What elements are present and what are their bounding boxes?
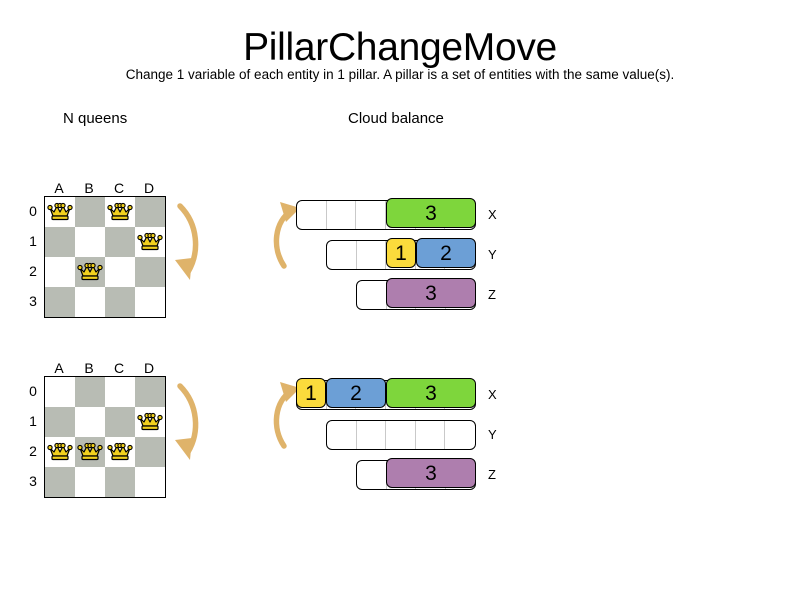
board-column-labels: A B C D bbox=[44, 360, 164, 376]
board-cell-A2[interactable] bbox=[45, 257, 75, 287]
board-cell-C1[interactable] bbox=[105, 407, 135, 437]
capacity-unit bbox=[357, 241, 387, 269]
process-block[interactable]: 2 bbox=[326, 378, 386, 408]
queen-icon bbox=[77, 262, 103, 281]
board-cell-B1[interactable] bbox=[75, 227, 105, 257]
process-block[interactable]: 3 bbox=[386, 458, 476, 488]
process-block[interactable]: 3 bbox=[386, 278, 476, 308]
board-cell-A1[interactable] bbox=[45, 407, 75, 437]
board-column-label: D bbox=[143, 360, 155, 376]
computer-label: Y bbox=[488, 427, 497, 442]
board-cell-D1[interactable] bbox=[135, 227, 165, 257]
computer-capacity-bar[interactable] bbox=[326, 420, 476, 450]
capacity-unit bbox=[357, 461, 387, 489]
computer-label: X bbox=[488, 207, 497, 222]
board-row-label: 2 bbox=[29, 443, 37, 459]
board-row-label: 2 bbox=[29, 263, 37, 279]
capacity-unit bbox=[416, 421, 446, 449]
capacity-unit bbox=[327, 241, 357, 269]
board-column-label: C bbox=[113, 180, 125, 196]
board-row-label: 3 bbox=[29, 473, 37, 489]
capacity-unit bbox=[356, 201, 387, 229]
board-cell-B3[interactable] bbox=[75, 467, 105, 497]
arrow-cloud-after-icon bbox=[266, 376, 306, 461]
board-cell-D1[interactable] bbox=[135, 407, 165, 437]
computer-label: Z bbox=[488, 287, 496, 302]
capacity-unit bbox=[297, 201, 327, 229]
arrow-cloud-before-icon bbox=[266, 196, 306, 281]
board-column-label: B bbox=[84, 360, 94, 376]
board-cell-B0[interactable] bbox=[75, 197, 105, 227]
process-block[interactable]: 3 bbox=[386, 378, 476, 408]
board-cell-C1[interactable] bbox=[105, 227, 135, 257]
section-heading-nqueens: N queens bbox=[63, 110, 128, 127]
board-column-labels: A B C D bbox=[44, 180, 164, 196]
queen-icon bbox=[47, 202, 73, 221]
process-block[interactable]: 3 bbox=[386, 198, 476, 228]
board-column-label: B bbox=[84, 180, 94, 196]
process-block[interactable]: 2 bbox=[416, 238, 476, 268]
board-cell-C3[interactable] bbox=[105, 467, 135, 497]
page-title: PillarChangeMove bbox=[243, 26, 557, 69]
queen-icon bbox=[107, 442, 133, 461]
board-row-label: 3 bbox=[29, 293, 37, 309]
board-cell-D0[interactable] bbox=[135, 377, 165, 407]
capacity-unit bbox=[445, 421, 475, 449]
chessboard-grid bbox=[44, 376, 166, 498]
process-block[interactable]: 1 bbox=[386, 238, 416, 268]
board-row-label: 0 bbox=[29, 203, 37, 219]
queen-icon bbox=[137, 412, 163, 431]
board-cell-B1[interactable] bbox=[75, 407, 105, 437]
board-cell-B2[interactable] bbox=[75, 437, 105, 467]
board-column-label: A bbox=[54, 180, 64, 196]
board-row-label: 1 bbox=[29, 233, 37, 249]
board-row-label: 1 bbox=[29, 413, 37, 429]
board-cell-D0[interactable] bbox=[135, 197, 165, 227]
board-column-label: A bbox=[54, 360, 64, 376]
queen-icon bbox=[47, 442, 73, 461]
board-cell-C0[interactable] bbox=[105, 377, 135, 407]
board-cell-B0[interactable] bbox=[75, 377, 105, 407]
board-row-labels: 0 1 2 3 bbox=[26, 376, 40, 496]
queen-icon bbox=[107, 202, 133, 221]
board-cell-A3[interactable] bbox=[45, 287, 75, 317]
computer-label: X bbox=[488, 387, 497, 402]
board-cell-B3[interactable] bbox=[75, 287, 105, 317]
board-cell-D3[interactable] bbox=[135, 287, 165, 317]
computer-label: Y bbox=[488, 247, 497, 262]
arrow-nqueens-after-icon bbox=[166, 378, 206, 473]
section-heading-cloud: Cloud balance bbox=[348, 110, 444, 127]
page-subtitle: Change 1 variable of each entity in 1 pi… bbox=[125, 67, 675, 82]
computer-label: Z bbox=[488, 467, 496, 482]
capacity-unit bbox=[386, 421, 416, 449]
board-cell-C0[interactable] bbox=[105, 197, 135, 227]
board-cell-C2[interactable] bbox=[105, 437, 135, 467]
board-cell-A2[interactable] bbox=[45, 437, 75, 467]
board-cell-A0[interactable] bbox=[45, 377, 75, 407]
queen-icon bbox=[77, 442, 103, 461]
chessboard-grid bbox=[44, 196, 166, 318]
board-cell-D2[interactable] bbox=[135, 437, 165, 467]
board-cell-C2[interactable] bbox=[105, 257, 135, 287]
board-row-label: 0 bbox=[29, 383, 37, 399]
board-cell-D3[interactable] bbox=[135, 467, 165, 497]
capacity-unit bbox=[327, 201, 357, 229]
capacity-unit bbox=[327, 421, 357, 449]
arrow-nqueens-before-icon bbox=[166, 198, 206, 293]
queen-icon bbox=[137, 232, 163, 251]
board-cell-B2[interactable] bbox=[75, 257, 105, 287]
capacity-unit bbox=[357, 421, 387, 449]
board-row-labels: 0 1 2 3 bbox=[26, 196, 40, 316]
capacity-unit bbox=[357, 281, 387, 309]
board-cell-D2[interactable] bbox=[135, 257, 165, 287]
board-cell-A3[interactable] bbox=[45, 467, 75, 497]
board-column-label: D bbox=[143, 180, 155, 196]
board-cell-C3[interactable] bbox=[105, 287, 135, 317]
board-cell-A0[interactable] bbox=[45, 197, 75, 227]
board-column-label: C bbox=[113, 360, 125, 376]
process-block[interactable]: 1 bbox=[296, 378, 326, 408]
board-cell-A1[interactable] bbox=[45, 227, 75, 257]
